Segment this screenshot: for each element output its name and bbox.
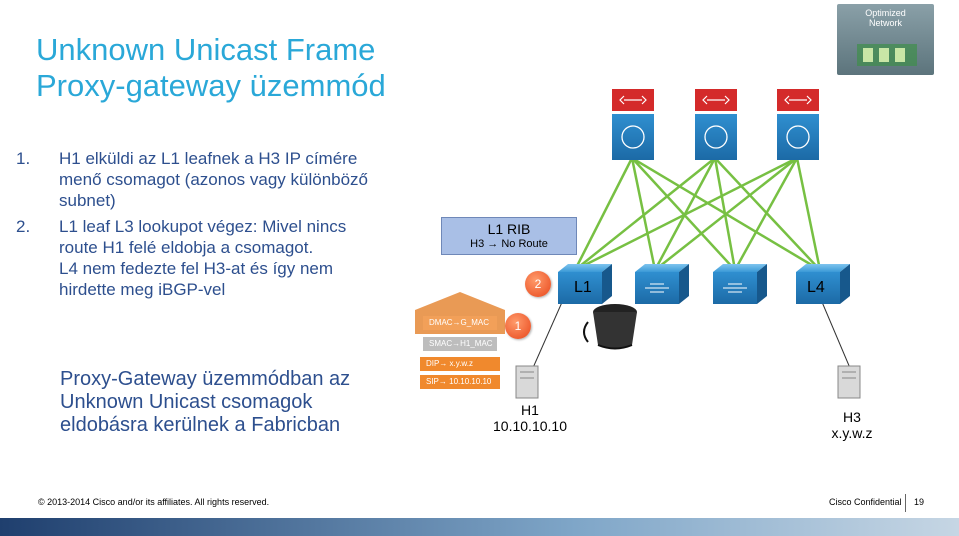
host-h3-ip: x.y.w.z xyxy=(831,425,873,441)
leaf-switch-3 xyxy=(713,264,767,304)
network-image-icon xyxy=(857,44,917,66)
spine-switch-2 xyxy=(695,89,737,160)
host-h3-name: H3 xyxy=(843,409,861,425)
footer-copyright: © 2013-2014 Cisco and/or its affiliates.… xyxy=(38,497,270,507)
frame-sip: SIP→ 10.10.10.10 xyxy=(420,375,500,389)
trash-bucket-icon xyxy=(583,304,637,350)
host-h1-name: H1 xyxy=(521,402,539,418)
steps-list: 1. H1 elküldi az L1 leafnek a H3 IP címé… xyxy=(16,148,376,300)
host-h1-ip: 10.10.10.10 xyxy=(493,418,567,434)
footer-confidential: Cisco Confidential xyxy=(829,497,902,507)
step-2-extra: L4 nem fedezte fel H3-at és így nem hird… xyxy=(59,259,334,299)
leaf-label-l4: L4 xyxy=(807,279,825,296)
footer-page-number: 19 xyxy=(914,497,925,507)
step-2: 2. L1 leaf L3 lookupot végez: Mivel ninc… xyxy=(16,216,376,300)
spine-switch-3 xyxy=(777,89,819,160)
spine-switch-1 xyxy=(612,89,654,160)
step-2-number: 2. xyxy=(16,217,31,236)
server-h3-icon xyxy=(837,365,861,399)
step-marker-1: 1 xyxy=(505,313,531,339)
l1-rib-box: L1 RIB H3 → No Route xyxy=(441,217,577,255)
logo-line2: Network xyxy=(868,18,902,28)
h1-link xyxy=(531,299,564,371)
host-h1-label: H1 10.10.10.10 xyxy=(488,402,572,434)
step-1: 1. H1 elküldi az L1 leafnek a H3 IP címé… xyxy=(16,148,376,211)
leaf-switch-2 xyxy=(635,264,689,304)
rib-title: L1 RIB xyxy=(487,221,531,237)
step-2-text: L1 leaf L3 lookupot végez: Mivel nincs r… xyxy=(59,217,347,257)
step-marker-2: 2 xyxy=(525,271,551,297)
step-1-text: H1 elküldi az L1 leafnek a H3 IP címére … xyxy=(59,149,369,210)
page-title: Unknown Unicast Frame Proxy-gateway üzem… xyxy=(36,32,386,104)
server-h1-icon xyxy=(515,365,539,399)
leaf-switch-l4 xyxy=(796,264,850,304)
footer-divider xyxy=(905,494,906,512)
step-1-number: 1. xyxy=(16,149,31,168)
bottom-bar xyxy=(0,518,959,536)
frame-smac: SMAC→H1_MAC xyxy=(423,337,497,351)
rib-route: H3 → No Route xyxy=(470,238,548,250)
host-h3-label: H3 x.y.w.z xyxy=(816,409,888,441)
leaf-label-l1: L1 xyxy=(574,279,592,296)
title-line2: Proxy-gateway üzemmód xyxy=(36,68,386,103)
fabric-links xyxy=(573,156,822,272)
frame-dip: DIP→ x.y.w.z xyxy=(420,357,500,371)
frame-dmac: DMAC→G_MAC xyxy=(423,316,497,330)
summary-text: Proxy-Gateway üzemmódban az Unknown Unic… xyxy=(60,368,351,436)
leaf-switch-l1 xyxy=(558,264,612,304)
logo-line1: Optimized xyxy=(865,8,906,18)
frame-header-stack: DMAC→G_MAC SMAC→H1_MAC xyxy=(415,292,505,355)
title-line1: Unknown Unicast Frame xyxy=(36,32,376,67)
h3-link xyxy=(821,301,851,369)
